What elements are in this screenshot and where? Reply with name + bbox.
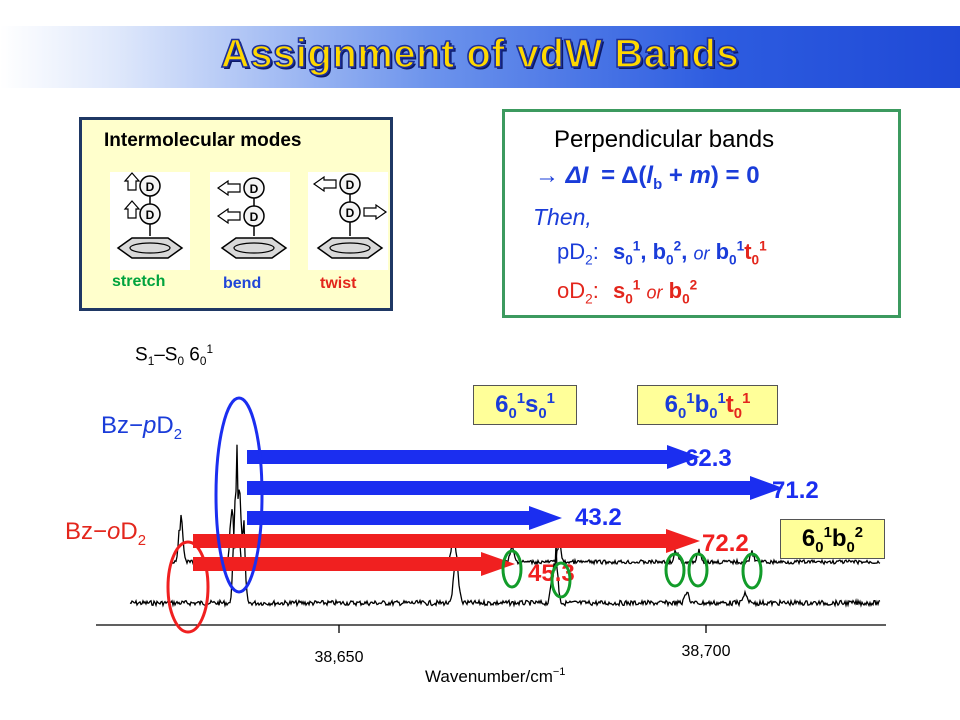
rule-equation: → ΔI =Δ(lb + m) = 0 bbox=[535, 162, 760, 193]
spectrum-trace-od2 bbox=[171, 509, 881, 566]
x-tick-label: 38,700 bbox=[682, 643, 731, 660]
arrow-left-icon bbox=[216, 207, 241, 225]
atom-label: D bbox=[346, 206, 355, 220]
rule-then: Then, bbox=[533, 204, 592, 230]
atom-label: D bbox=[346, 178, 355, 192]
shift-label-45: 45.3 bbox=[528, 560, 575, 587]
peak-marker-ellipse bbox=[741, 552, 763, 590]
spectrum-trace-pd2 bbox=[129, 444, 881, 608]
mode-label-bend: bend bbox=[223, 275, 262, 292]
title-banner bbox=[0, 26, 960, 88]
rule-title: Perpendicular bands bbox=[554, 126, 775, 153]
benzene-ring-icon bbox=[316, 237, 384, 259]
red-shift-arrow bbox=[193, 529, 700, 553]
blue-shift-arrow bbox=[247, 506, 562, 530]
x-tick-label: 38,650 bbox=[315, 649, 364, 666]
peak-marker-ellipse bbox=[687, 552, 709, 588]
peak-marker-ellipse bbox=[550, 561, 572, 599]
atom-label: D bbox=[146, 180, 155, 194]
shift-label-71: 71.2 bbox=[772, 477, 819, 504]
benzene-ring-icon bbox=[116, 237, 184, 259]
selection-rule-panel: Perpendicular bands → ΔI =Δ(lb + m) = 0 … bbox=[502, 109, 901, 318]
arrow-left-icon bbox=[216, 179, 241, 197]
delta-i: ΔI bbox=[565, 162, 589, 189]
red-shift-arrow bbox=[193, 552, 515, 576]
arrow-left-icon bbox=[312, 175, 337, 193]
benzene-dimer-twist: D D bbox=[308, 172, 388, 270]
atom-label: D bbox=[146, 208, 155, 222]
assignment-tag-b2: 601b02 bbox=[780, 519, 885, 559]
blue-shift-arrow bbox=[247, 445, 700, 469]
atom-label: D bbox=[250, 182, 259, 196]
od2-assignments: oD2: s01 or b02 bbox=[557, 278, 698, 307]
arrow-up-icon bbox=[123, 200, 141, 219]
benzene-dimer-stretch: D D bbox=[110, 172, 190, 270]
modes-illustration: D D D D D D bbox=[110, 172, 388, 270]
bz-pd2-label: Bz−pD2 bbox=[101, 412, 183, 443]
pd2-assignments: pD2: s01, b02, or b01t01 bbox=[557, 239, 767, 268]
shift-label-43: 43.2 bbox=[575, 504, 622, 531]
benzene-dimer-bend: D D bbox=[210, 172, 290, 270]
shift-label-62: 62.3 bbox=[685, 445, 732, 472]
peak-marker-ellipse bbox=[501, 549, 523, 589]
modes-title: Intermolecular modes bbox=[104, 130, 302, 151]
intermolecular-modes-panel: Intermolecular modes D D D D bbox=[79, 117, 393, 311]
benzene-ring-icon bbox=[220, 237, 288, 259]
shift-label-72: 72.2 bbox=[702, 530, 749, 557]
peak-marker-ellipse bbox=[664, 552, 686, 588]
arrow-right-icon bbox=[363, 203, 388, 221]
bz-od2-label: Bz−oD2 bbox=[65, 518, 147, 549]
arrow-right-icon: → bbox=[535, 162, 559, 189]
origin-band-od2-ellipse bbox=[166, 540, 210, 634]
assignment-tag-bt: 601b01t01 bbox=[637, 385, 778, 425]
x-axis-label: Wavenumber/cm−1 bbox=[425, 666, 565, 686]
mode-label-stretch: stretch bbox=[112, 273, 166, 290]
origin-band-label: S1–S0 601 bbox=[135, 343, 213, 369]
origin-band-pd2-ellipse bbox=[214, 396, 264, 594]
blue-shift-arrow bbox=[247, 476, 783, 500]
arrow-up-icon bbox=[123, 172, 141, 191]
slide-title: Assignment of vdW Bands bbox=[220, 31, 740, 77]
atom-label: D bbox=[250, 210, 259, 224]
assignment-tag-s: 601s01 bbox=[473, 385, 577, 425]
mode-label-twist: twist bbox=[320, 275, 357, 292]
